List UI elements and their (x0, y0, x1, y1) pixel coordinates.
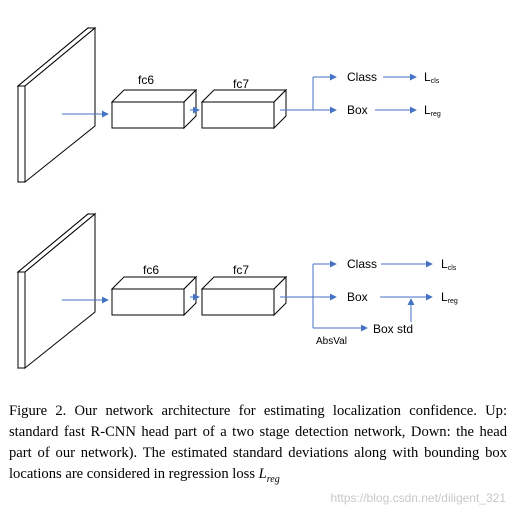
top-loss-reg: Lreg (424, 103, 441, 118)
bottom-fc6-block (110, 275, 198, 317)
architecture-diagram: fc6 fc7 Class Box Lcls Lreg (16, 26, 458, 370)
top-fc7-label: fc7 (233, 77, 249, 91)
bottom-fc7-label: fc7 (233, 263, 249, 277)
top-class-label: Class (347, 70, 377, 84)
bottom-loss-cls: Lcls (441, 257, 457, 272)
bottom-class-label: Class (347, 257, 377, 271)
top-fc6-label: fc6 (138, 73, 154, 87)
bottom-diagram: fc6 fc7 AbsVal Class Box Box std Lcls Lr… (16, 212, 458, 370)
bottom-fc7-block (200, 275, 288, 317)
top-diagram: fc6 fc7 Class Box Lcls Lreg (16, 26, 441, 184)
top-loss-cls: Lcls (424, 70, 440, 85)
figure-caption: Figure 2. Our network architecture for e… (9, 401, 507, 490)
bottom-loss-reg: Lreg (441, 290, 458, 305)
bottom-absval-label: AbsVal (316, 336, 347, 347)
top-fc7-block (200, 88, 288, 130)
bottom-box-label: Box (347, 290, 368, 304)
top-fc6-block (110, 88, 198, 130)
caption-math: Lreg (258, 466, 280, 485)
watermark: https://blog.csdn.net/diligent_321 (330, 491, 506, 505)
top-feature-map (16, 26, 97, 184)
caption-text: Figure 2. Our network architecture for e… (9, 403, 507, 482)
bottom-box-std-label: Box std (373, 322, 413, 336)
top-box-label: Box (347, 103, 368, 117)
bottom-feature-map (16, 212, 97, 370)
bottom-fc6-label: fc6 (143, 263, 159, 277)
